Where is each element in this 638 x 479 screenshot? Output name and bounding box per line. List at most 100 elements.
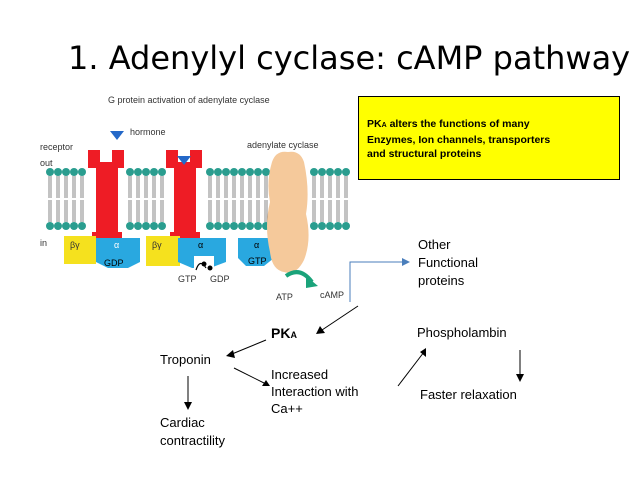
lipid-head (142, 168, 150, 176)
lipid-head (62, 168, 70, 176)
gtp-gdp-exchange-arrow (195, 262, 207, 271)
lipid-head (134, 222, 142, 230)
troponin-to-increased-arrow (233, 367, 267, 385)
alpha-subunit-3 (238, 238, 274, 266)
increased-interaction-label: Increased Interaction with Ca++ (271, 367, 359, 416)
lipid-head (318, 168, 326, 176)
troponin-label: Troponin (160, 352, 211, 367)
pka-label: PKA (271, 325, 297, 341)
lipid-head (230, 168, 238, 176)
lipid-head (246, 168, 254, 176)
camp-to-other-proteins-link (349, 261, 402, 302)
alpha-label-3: α (254, 240, 260, 250)
lipid-tail (128, 176, 132, 222)
increased-to-phospholambin-arrow (397, 351, 425, 387)
lipid-head (222, 168, 230, 176)
callout-line-3: and structural proteins (367, 148, 482, 160)
alpha-subunit-1 (96, 238, 140, 268)
lipid-head (150, 222, 158, 230)
gtp-label-1: GTP (178, 274, 197, 284)
lipid-head (254, 222, 262, 230)
hormone-label: hormone (130, 127, 166, 137)
lipid-head (134, 168, 142, 176)
callout-line-2: Enzymes, Ion channels, transporters (367, 134, 551, 146)
alpha-label-1: α (114, 240, 120, 250)
lipid-head (334, 222, 342, 230)
lipid-tail (136, 176, 140, 222)
lipid-tail (232, 176, 236, 222)
camp-label: cAMP (320, 290, 345, 300)
gdp-label-1: GDP (104, 258, 124, 268)
lipid-head (334, 168, 342, 176)
lipid-tail (144, 176, 148, 222)
lipid-head (126, 168, 134, 176)
beta-gamma-label-1: βγ (70, 240, 80, 250)
alpha-label-2: α (198, 240, 204, 250)
lipid-tail (208, 176, 212, 222)
lipid-head (310, 222, 318, 230)
lipid-head (326, 222, 334, 230)
figure-caption: G protein activation of adenylate cyclas… (108, 95, 270, 105)
lipid-head (254, 168, 262, 176)
beta-gamma-subunit-2 (146, 236, 180, 266)
lipid-head (230, 222, 238, 230)
lipid-head (158, 222, 166, 230)
out-label: out (40, 158, 53, 168)
callout-line-1: PKA alters the functions of many (367, 118, 530, 130)
pka-to-troponin-arrow (231, 339, 267, 355)
lipid-head (78, 222, 86, 230)
pka-callout-box: PKA alters the functions of many Enzymes… (358, 96, 620, 180)
lipid-head (342, 168, 350, 176)
camp-to-pka-arrow (321, 305, 359, 331)
lipid-head (142, 222, 150, 230)
hormone-icon (110, 131, 124, 140)
lipid-head (62, 222, 70, 230)
lipid-head (54, 222, 62, 230)
lipid-tail (152, 176, 156, 222)
lipid-tail (80, 176, 84, 222)
receptor-1 (88, 150, 124, 244)
lipid-head (238, 222, 246, 230)
lipid-head (318, 222, 326, 230)
lipid-tail (336, 176, 340, 222)
gdp-label-2: GDP (210, 274, 230, 284)
lipid-head (214, 222, 222, 230)
receptor-label: receptor (40, 142, 74, 152)
gtp-label-2: GTP (248, 256, 267, 266)
lipid-tail (48, 176, 52, 222)
beta-gamma-label-2: βγ (152, 240, 162, 250)
lipid-head (70, 168, 78, 176)
lipid-head (70, 222, 78, 230)
lipid-head (126, 222, 134, 230)
lipid-tail (312, 176, 316, 222)
lipid-tail (56, 176, 60, 222)
lipid-head (206, 222, 214, 230)
lipid-tail (72, 176, 76, 222)
lipid-head (78, 168, 86, 176)
in-label: in (40, 238, 48, 248)
lipid-tail (264, 176, 268, 222)
hormone-icon (177, 156, 191, 165)
lipid-tail (320, 176, 324, 222)
lipid-head (238, 168, 246, 176)
faster-relaxation-label: Faster relaxation (420, 387, 517, 402)
beta-gamma-subunit-1 (64, 236, 96, 264)
lipid-head (214, 168, 222, 176)
lipid-head (150, 168, 158, 176)
lipid-head (46, 168, 54, 176)
phospholambin-label: Phospholambin (417, 325, 507, 340)
lipid-tail (328, 176, 332, 222)
lipid-head (326, 168, 334, 176)
lipid-tail (256, 176, 260, 222)
lipid-tail (240, 176, 244, 222)
atp-label: ATP (276, 292, 293, 302)
adenylate-cyclase-label: adenylate cyclase (247, 140, 319, 150)
lipid-bilayer (46, 168, 350, 230)
lipid-tail (344, 176, 348, 222)
lipid-head (46, 222, 54, 230)
lipid-tail (64, 176, 68, 222)
lipid-head (158, 168, 166, 176)
cardiac-contractility-label: Cardiac contractility (160, 415, 226, 448)
lipid-head (310, 168, 318, 176)
